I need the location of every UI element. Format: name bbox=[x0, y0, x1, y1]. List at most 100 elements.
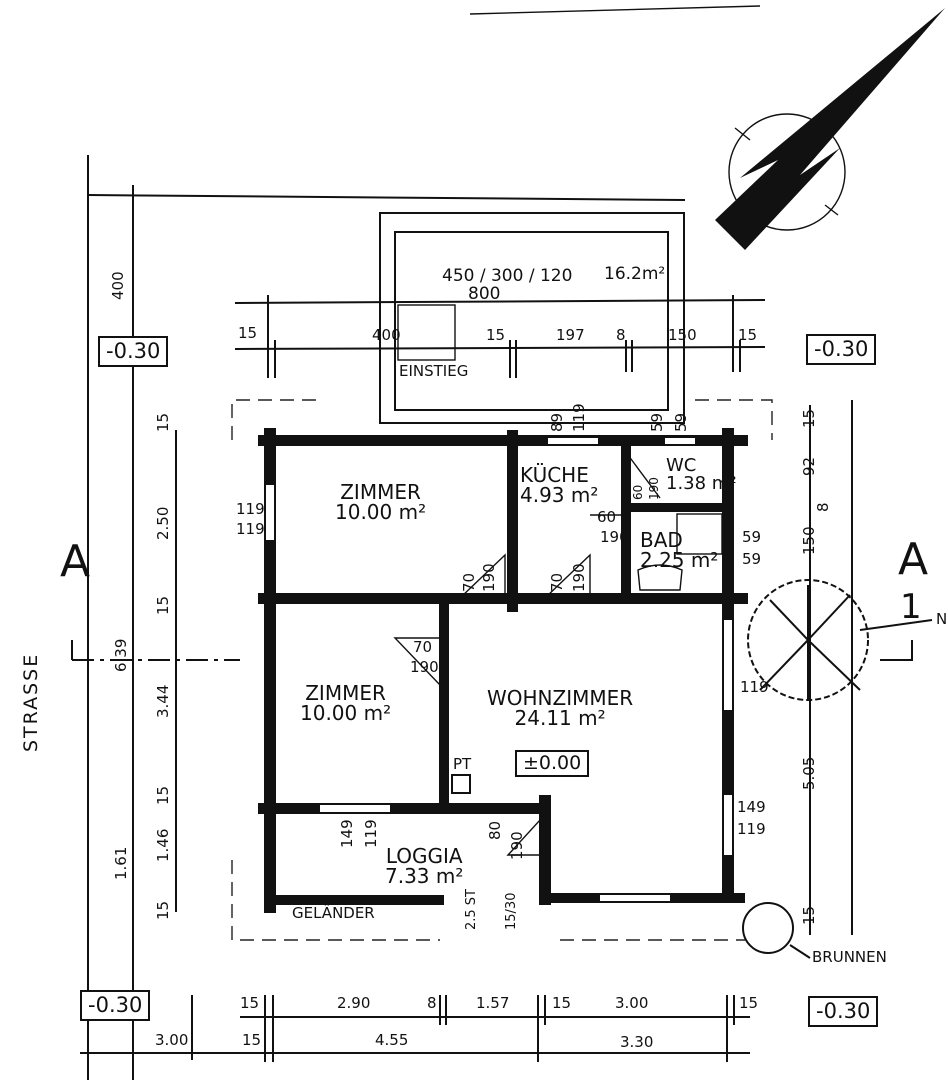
dim-label: 150 bbox=[800, 526, 818, 555]
section-marker-left: A bbox=[60, 536, 91, 587]
dim-label: 15 bbox=[738, 326, 758, 344]
steps-label: 2.5 ST bbox=[464, 889, 479, 930]
border-line bbox=[469, 5, 761, 15]
window-height: 59 bbox=[672, 412, 690, 432]
level-bottom-right: -0.30 bbox=[808, 996, 879, 1027]
steps-size: 15/30 bbox=[504, 892, 519, 930]
street-label: STRASSE bbox=[20, 652, 42, 752]
tree-icon bbox=[747, 579, 933, 701]
chimney-label: PT bbox=[453, 755, 472, 773]
pool-entry-label: EINSTIEG bbox=[399, 362, 469, 380]
section-marker-number: 1 bbox=[900, 587, 922, 627]
dim-label: 6.39 bbox=[112, 638, 130, 672]
pool bbox=[379, 212, 685, 424]
dim-label: 8 bbox=[814, 502, 832, 512]
level-top-left: -0.30 bbox=[98, 336, 169, 367]
property-line bbox=[87, 194, 686, 201]
shower-icon bbox=[676, 513, 723, 555]
room-area: 2.25 m² bbox=[640, 548, 719, 572]
window-height: 59 bbox=[742, 550, 762, 568]
dim-label: 150 bbox=[668, 326, 697, 344]
dim-label: 15 bbox=[238, 324, 258, 342]
dim-label: 15 bbox=[486, 326, 506, 344]
sink-icon bbox=[637, 564, 683, 591]
door-width: 70 bbox=[460, 572, 478, 592]
window-height: 119 bbox=[362, 819, 380, 848]
dim-label: 15 bbox=[154, 900, 172, 920]
window-height: 119 bbox=[737, 820, 766, 838]
door-width: 70 bbox=[413, 638, 433, 656]
walls bbox=[258, 428, 748, 913]
room-name: LOGGIA bbox=[385, 844, 463, 868]
room-area: 7.33 m² bbox=[385, 864, 464, 888]
dim-label: 92 bbox=[800, 456, 818, 476]
room-area: 4.93 m² bbox=[520, 483, 599, 507]
window-width: 119 bbox=[236, 500, 265, 518]
well-label: BRUNNEN bbox=[812, 948, 887, 966]
section-marker-right: A bbox=[898, 534, 929, 585]
dim-label: 2.50 bbox=[154, 506, 172, 540]
room-name: WC bbox=[666, 455, 697, 476]
door-height: 190 bbox=[480, 563, 498, 592]
room-name: ZIMMER bbox=[340, 480, 421, 504]
dim-label: 400 bbox=[372, 326, 401, 344]
window-width: 149 bbox=[338, 819, 356, 848]
door-height: 190 bbox=[410, 658, 439, 676]
door-width: 80 bbox=[486, 820, 504, 840]
chimney-icon bbox=[451, 774, 471, 794]
pool-length: 800 bbox=[468, 284, 501, 304]
dim-label: 5.05 bbox=[800, 756, 818, 790]
dim-label: 15 bbox=[242, 1031, 262, 1049]
pool-dimensions: 450 / 300 / 120 bbox=[442, 266, 573, 286]
dim-label: 15 bbox=[800, 905, 818, 925]
dim-label: 8 bbox=[616, 326, 626, 344]
room-name: ZIMMER bbox=[305, 681, 386, 705]
door-height: 190 bbox=[647, 477, 661, 500]
room-name: WOHNZIMMER bbox=[487, 686, 634, 710]
door-swings bbox=[393, 454, 661, 856]
dim-label: 8 bbox=[427, 994, 437, 1012]
window-width: 59 bbox=[742, 528, 762, 546]
window-height: 119 bbox=[236, 520, 265, 538]
dim-label: 2.90 bbox=[337, 994, 371, 1012]
dim-label: 3.30 bbox=[620, 1033, 654, 1051]
dim-label: 15 bbox=[154, 785, 172, 805]
dim-label: 4.55 bbox=[375, 1031, 409, 1049]
door-width: 70 bbox=[548, 572, 566, 592]
dim-label: 400 bbox=[109, 271, 127, 300]
dim-label: 15 bbox=[739, 994, 759, 1012]
pool-area: 16.2m² bbox=[604, 264, 666, 284]
dim-label: 3.44 bbox=[154, 684, 172, 718]
level-top-right: -0.30 bbox=[806, 334, 877, 365]
room-name: BAD bbox=[640, 528, 683, 552]
well-icon bbox=[742, 902, 811, 959]
door-height: 190 bbox=[600, 528, 629, 546]
room-name: KÜCHE bbox=[520, 463, 589, 487]
window-height: 119 bbox=[570, 403, 588, 432]
dim-label: 3.00 bbox=[155, 1031, 189, 1049]
north-tree-label: N bbox=[936, 610, 948, 628]
dim-label: 1.46 bbox=[154, 828, 172, 862]
dim-label: 15 bbox=[154, 595, 172, 615]
dim-label: 197 bbox=[556, 326, 585, 344]
door-width: 60 bbox=[597, 508, 617, 526]
railing-label: GELÄNDER bbox=[292, 904, 375, 922]
dim-label: 3.00 bbox=[615, 994, 649, 1012]
floor-level: ±0.00 bbox=[515, 750, 590, 777]
window-width: 89 bbox=[548, 412, 566, 432]
dim-label: 1.57 bbox=[476, 994, 510, 1012]
room-area: 24.11 m² bbox=[514, 706, 606, 730]
window-width: 149 bbox=[737, 798, 766, 816]
dim-label: 15 bbox=[552, 994, 572, 1012]
window-height: 119 bbox=[740, 678, 769, 696]
door-height: 190 bbox=[508, 831, 526, 860]
room-area: 1.38 m² bbox=[666, 473, 737, 494]
dim-label: 1.61 bbox=[112, 846, 130, 880]
room-area: 10.00 m² bbox=[300, 701, 392, 725]
